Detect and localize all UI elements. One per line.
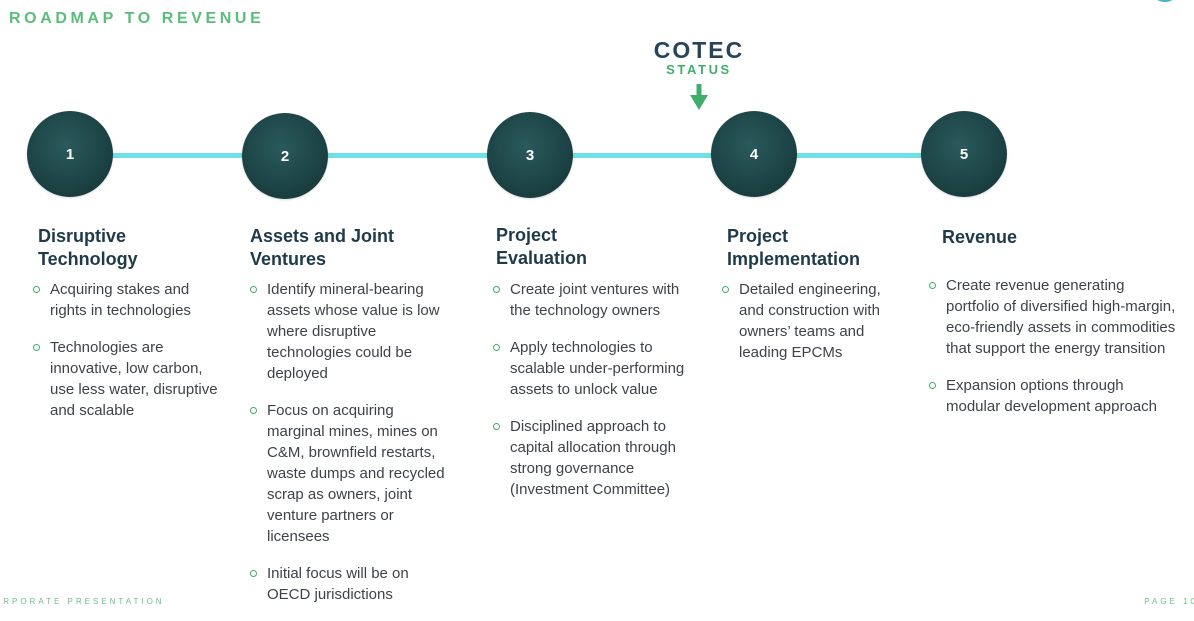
- list-item: Focus on acquiring marginal mines, mines…: [250, 400, 455, 547]
- list-item: Detailed engineering, and construction w…: [722, 279, 902, 363]
- bullet-circle-icon: [493, 286, 500, 293]
- bullet-circle-icon: [33, 286, 40, 293]
- step-2-bullets: Identify mineral-bearing assets whose va…: [250, 279, 455, 621]
- logo-wordmark: COTEC: [653, 37, 745, 63]
- bullet-circle-icon: [250, 407, 257, 414]
- step-2-circle: 2: [242, 113, 328, 199]
- list-item: Apply technologies to scalable under-per…: [493, 337, 703, 400]
- bullet-circle-icon: [250, 570, 257, 577]
- step-4-number: 4: [749, 145, 759, 163]
- bullet-circle-icon: [250, 286, 257, 293]
- logo-status-label: STATUS: [666, 62, 732, 77]
- step-2-title-line1: Assets and Joint: [250, 226, 395, 246]
- bullet-circle-icon: [33, 344, 40, 351]
- step-5-title-line1: Revenue: [942, 227, 1018, 247]
- list-item: Acquiring stakes and rights in technolog…: [33, 279, 223, 321]
- step-3-bullets: Create joint ventures with the technolog…: [493, 279, 703, 516]
- bullet-circle-icon: [493, 344, 500, 351]
- page-title: ROADMAP TO REVENUE: [9, 10, 265, 27]
- step-1-circle: 1: [27, 111, 113, 197]
- list-item: Initial focus will be on OECD jurisdicti…: [250, 563, 455, 605]
- list-item: Identify mineral-bearing assets whose va…: [250, 279, 455, 384]
- step-4-title-line2: Implementation: [727, 249, 861, 269]
- step-5-title: Revenue: [942, 226, 1017, 249]
- step-5-bullets: Create revenue generating portfolio of d…: [929, 275, 1179, 433]
- cotec-logo: COTEC STATUS: [648, 38, 750, 77]
- step-1-number: 1: [65, 145, 75, 163]
- step-1-title: Disruptive Technology: [38, 225, 138, 271]
- step-2-title-line2: Ventures: [250, 249, 327, 269]
- bullet-circle-icon: [929, 282, 936, 289]
- step-4-title-line1: Project: [727, 226, 789, 246]
- step-2-title: Assets and Joint Ventures: [250, 225, 394, 271]
- corner-decoration: [1150, 0, 1180, 2]
- step-3-circle: 3: [487, 112, 573, 198]
- footer-page-number: PAGE 10: [1144, 597, 1194, 606]
- step-2-number: 2: [280, 147, 290, 165]
- list-item: Create joint ventures with the technolog…: [493, 279, 703, 321]
- step-3-number: 3: [525, 146, 535, 164]
- step-1-bullets: Acquiring stakes and rights in technolog…: [33, 279, 223, 437]
- step-1-title-line2: Technology: [38, 249, 138, 269]
- status-arrow-icon: [690, 84, 708, 110]
- step-5-circle: 5: [921, 111, 1007, 197]
- step-4-title: Project Implementation: [727, 225, 860, 271]
- list-item: Expansion options through modular develo…: [929, 375, 1179, 417]
- bullet-circle-icon: [493, 423, 500, 430]
- step-3-title-line2: Evaluation: [496, 248, 588, 268]
- step-5-number: 5: [959, 145, 969, 163]
- bullet-circle-icon: [929, 382, 936, 389]
- bullet-circle-icon: [722, 286, 729, 293]
- list-item: Disciplined approach to capital allocati…: [493, 416, 703, 500]
- list-item: Technologies are innovative, low carbon,…: [33, 337, 223, 421]
- step-4-bullets: Detailed engineering, and construction w…: [722, 279, 902, 379]
- list-item: Create revenue generating portfolio of d…: [929, 275, 1179, 359]
- footer-presentation-label: ORPORATE PRESENTATION: [0, 597, 165, 606]
- step-4-circle: 4: [711, 111, 797, 197]
- step-1-title-line1: Disruptive: [38, 226, 127, 246]
- step-3-title-line1: Project: [496, 225, 558, 245]
- step-3-title: Project Evaluation: [496, 224, 587, 270]
